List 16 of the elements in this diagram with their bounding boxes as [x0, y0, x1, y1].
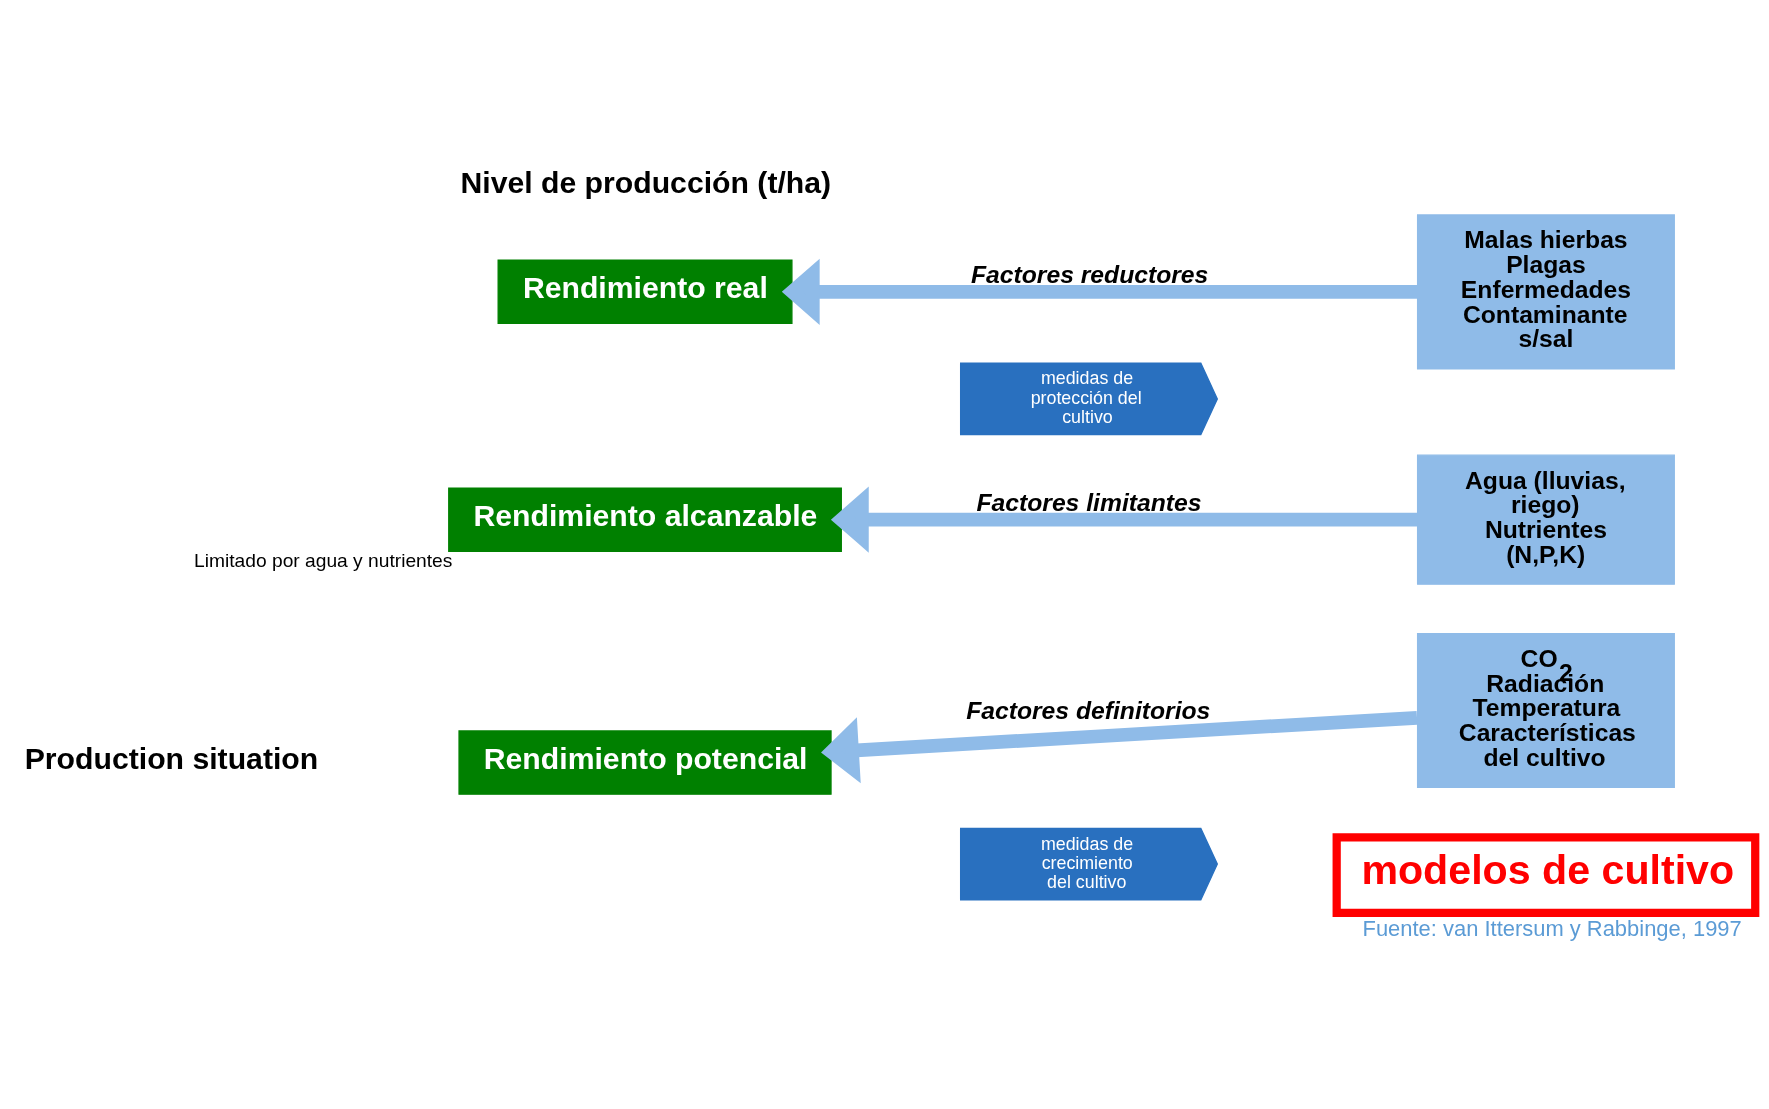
- node-box: Rendimiento potencial: [458, 729, 832, 795]
- arrow: [821, 710, 1418, 783]
- arrow: [781, 258, 1418, 325]
- node-box: Rendimiento alcanzable: [448, 486, 842, 552]
- node-label: Limitado por agua y nutrientes: [194, 549, 453, 571]
- edge-label: Factores limitantes: [976, 488, 1202, 516]
- label: Nivel de producción (t/ha): [460, 165, 832, 198]
- node-box: modelos de cultivo: [1332, 832, 1760, 917]
- arrow: [830, 486, 1418, 553]
- label: Production situation: [24, 741, 319, 775]
- node-box: Agua (lluvias, riego) Nutrientes (N,P,K): [1416, 453, 1675, 585]
- node-box: Malas hierbas Plagas Enfermedades Contaminante s/sal: [1416, 213, 1675, 369]
- edge-label: Factores definitorios: [966, 696, 1211, 724]
- node-box: Rendimiento real: [497, 259, 793, 324]
- caption: Fuente: van Ittersum y Rabbinge, 1997: [1362, 915, 1742, 941]
- edge-label: Factores reductores: [970, 260, 1209, 288]
